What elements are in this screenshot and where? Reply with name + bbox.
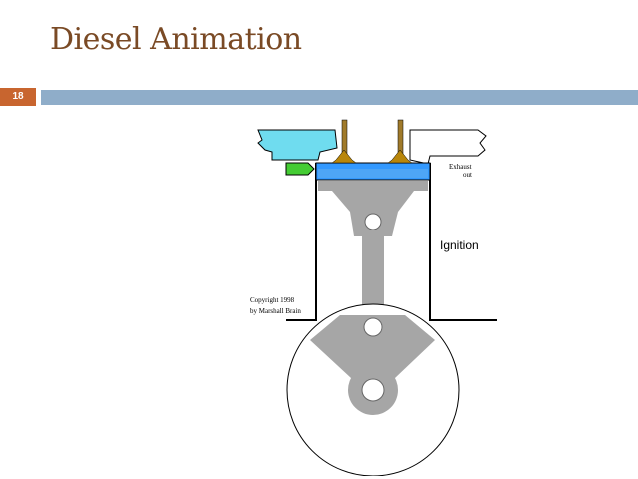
crank-web	[310, 315, 435, 400]
cylinder-right-wall	[429, 163, 497, 321]
exhaust-label: Exhaust	[449, 163, 472, 171]
header-divider-bar	[41, 90, 638, 105]
diesel-engine-diagram: Exhaust out Ignition Copyright 1998 by M…	[250, 119, 497, 476]
copyright-author-label: by Marshall Brain	[250, 307, 301, 315]
fuel-injector	[285, 162, 315, 176]
wrist-pin	[364, 213, 382, 231]
cylinder-left-wall	[286, 163, 317, 321]
state-label: Ignition	[440, 238, 479, 252]
copyright-label: Copyright 1998	[250, 296, 295, 304]
piston-head	[318, 181, 428, 191]
slide-number-badge: 18	[0, 88, 36, 106]
intake-port	[257, 129, 338, 161]
crank-axle	[361, 378, 385, 402]
combustion-speckle	[318, 169, 428, 178]
intake-valve-head	[331, 149, 357, 164]
exhaust-port	[409, 129, 487, 165]
exhaust-valve-head	[387, 149, 413, 164]
crank-pin	[363, 317, 383, 337]
exhaust-label-out: out	[463, 171, 472, 179]
page-title: Diesel Animation	[50, 22, 302, 57]
